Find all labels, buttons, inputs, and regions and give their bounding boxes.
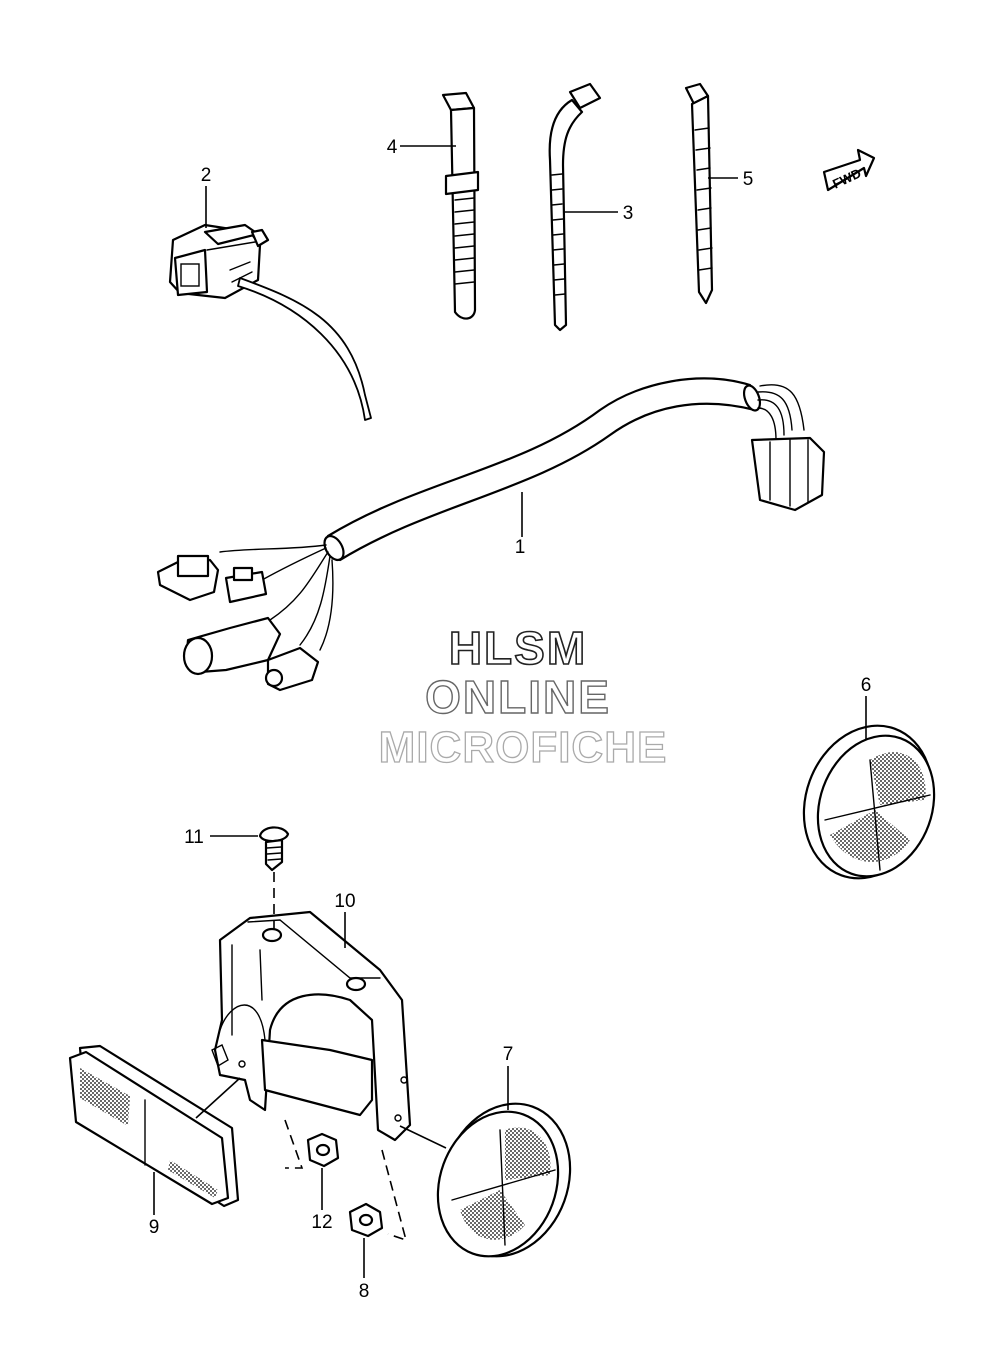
- callout-9: 9: [149, 1217, 160, 1238]
- callout-8: 8: [359, 1281, 370, 1302]
- callout-11: 11: [184, 827, 204, 848]
- watermark-line-2: ONLINE: [425, 671, 611, 723]
- part-9-rect-reflector: [68, 1044, 240, 1208]
- part-11-screw: [258, 826, 290, 872]
- part-6-round-reflector: [802, 724, 936, 880]
- callout-10: 10: [334, 891, 355, 912]
- callout-6: 6: [861, 675, 872, 696]
- callout-2: 2: [201, 165, 212, 186]
- part-2-connector: [168, 223, 372, 421]
- part-5-cable-tie: [684, 82, 714, 305]
- part-3-bent-tie: [548, 82, 602, 332]
- part-4-tie-strap: [441, 91, 480, 320]
- watermark-line-1: HLSM: [449, 622, 587, 674]
- callout-4: 4: [387, 137, 398, 158]
- part-12-nut: [306, 1132, 340, 1168]
- callout-1: 1: [515, 537, 526, 558]
- part-8-nut: [348, 1202, 384, 1238]
- watermark-line-3: MICROFICHE: [379, 723, 668, 772]
- part-10-bracket: [211, 910, 412, 1142]
- callout-7: 7: [503, 1044, 514, 1065]
- callout-12: 12: [311, 1212, 332, 1233]
- part-1-wiring-harness: [156, 377, 826, 692]
- callout-5: 5: [743, 169, 754, 190]
- callouts: 2 4 3 5 1 6 7 11 10 9 12 8: [149, 137, 872, 1302]
- leader-lines: [153, 145, 867, 1278]
- fwd-direction-arrow: FWD: [822, 148, 876, 192]
- part-7-round-reflector: [436, 1102, 572, 1258]
- watermark: HLSM ONLINE MICROFICHE: [378, 621, 668, 772]
- assembly-lines: [195, 872, 447, 1242]
- callout-3: 3: [623, 203, 634, 224]
